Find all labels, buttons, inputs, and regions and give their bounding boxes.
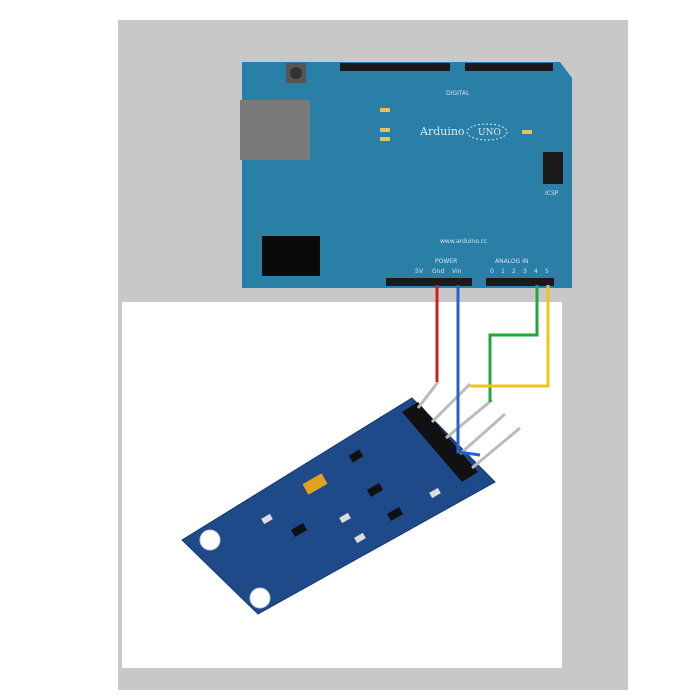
analog-label: ANALOG IN [495,258,528,265]
digital-header-1 [340,63,450,71]
power-jack [262,236,320,276]
wire-sda [470,285,550,388]
mounting-hole [199,529,221,551]
power-label: POWER [435,258,457,265]
pin-a3: 3 [523,268,527,275]
digital-label: DIGITAL [446,90,470,97]
sensor-chip [302,473,328,495]
website-label: www.arduino.cc [440,238,487,245]
pin-a4: 4 [534,268,538,275]
pin-header [402,402,478,482]
mounting-hole [249,587,271,609]
usb-port [240,100,310,160]
icsp-header [543,152,563,184]
pin-a2: 2 [512,268,516,275]
pin-gnd: Gnd [432,268,444,275]
pin-a0: 0 [490,268,494,275]
pin-a1: 1 [501,268,505,275]
model-label: UNO [478,128,501,138]
digital-header-2 [465,63,553,71]
power-header [386,278,472,286]
wire-scl [488,285,539,402]
brand-label: Arduino [419,125,465,138]
wires [435,285,550,457]
sensor-module [181,381,521,615]
pin-5v: 5V [415,268,424,275]
analog-header [486,278,554,286]
arduino-board: Arduino UNO DIGITAL www.arduino.cc ICSP … [240,62,572,288]
icsp-label: ICSP [545,190,559,197]
wire-gnd [456,285,481,457]
pin-a5: 5 [545,268,549,275]
pin-vin: Vin [452,268,462,275]
